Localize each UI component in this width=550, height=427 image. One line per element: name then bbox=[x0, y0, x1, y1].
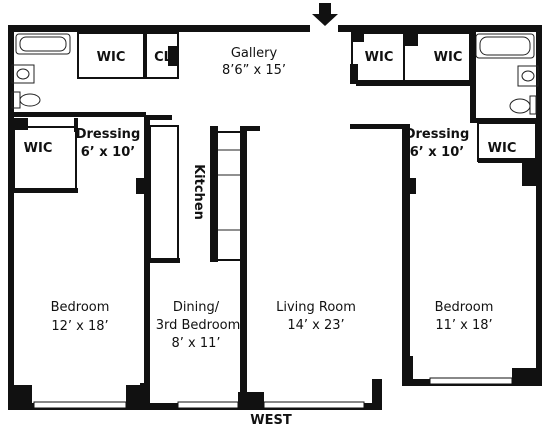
wic-label-top-left: WIC bbox=[97, 50, 126, 65]
dressing-left-name: Dressing bbox=[76, 127, 141, 142]
down-arrow-icon bbox=[312, 3, 338, 26]
wic-label-top-right-a: WIC bbox=[365, 50, 394, 65]
bedroom-right-name: Bedroom bbox=[435, 300, 494, 315]
dressing-right-size: 6’ x 10’ bbox=[410, 145, 464, 160]
bedroom-left-size: 12’ x 18’ bbox=[51, 319, 108, 334]
gallery-size: 8’6” x 15’ bbox=[222, 63, 286, 78]
dining-size: 8’ x 11’ bbox=[171, 336, 220, 351]
wic-label-left: WIC bbox=[24, 141, 53, 156]
window-bedroom-right bbox=[429, 377, 513, 385]
window-bedroom-left bbox=[33, 401, 127, 409]
living-room-name: Living Room bbox=[276, 300, 356, 315]
bedroom-left-name: Bedroom bbox=[51, 300, 110, 315]
orientation-label: WEST bbox=[250, 413, 292, 427]
dressing-right-name: Dressing bbox=[405, 127, 470, 142]
dining-name-line1: Dining/ bbox=[173, 300, 220, 315]
living-room-size: 14’ x 23’ bbox=[287, 318, 344, 333]
dining-name-line2: 3rd Bedroom bbox=[156, 318, 241, 333]
kitchen-label: Kitchen bbox=[191, 164, 206, 220]
window-living bbox=[263, 401, 365, 409]
closet-label: CL bbox=[154, 50, 172, 65]
bedroom-right-size: 11’ x 18’ bbox=[435, 318, 492, 333]
wic-label-right: WIC bbox=[488, 141, 517, 156]
dressing-left-size: 6’ x 10’ bbox=[81, 145, 135, 160]
gallery-name: Gallery bbox=[231, 46, 278, 61]
window-dining bbox=[177, 401, 239, 409]
wic-label-top-right-b: WIC bbox=[434, 50, 463, 65]
